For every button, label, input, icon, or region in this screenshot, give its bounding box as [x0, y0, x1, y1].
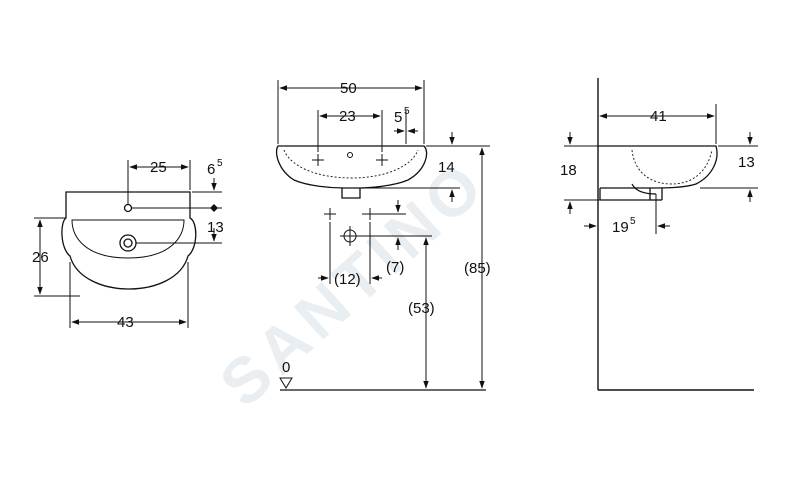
side-basin-inner [631, 149, 713, 185]
top-dim-bowl-depth: 14 [438, 159, 455, 176]
top-dim-total-height: (85) [464, 260, 491, 277]
side-dim-outlet-sup: 5 [630, 216, 636, 227]
top-floor-level: 0 [282, 359, 290, 376]
side-view [564, 78, 758, 391]
top-dim-waste-spacing: (12) [334, 271, 361, 288]
front-basin-outline [61, 191, 197, 290]
top-basin-outline [275, 145, 428, 189]
front-basin-inner [71, 219, 185, 259]
front-view [34, 160, 222, 328]
top-overflow [347, 152, 353, 158]
top-dim-tap-edge: 5 [394, 109, 402, 126]
front-dim-height: 26 [32, 249, 49, 266]
side-dim-outlet: 19 [612, 219, 629, 236]
top-waste-spigot [341, 188, 361, 199]
front-dim-tap-offset: 25 [150, 159, 167, 176]
top-dim-tap-edge-sup: 5 [404, 106, 410, 117]
side-dim-height-left: 18 [560, 162, 577, 179]
top-view [275, 80, 490, 391]
front-dim-width: 43 [117, 314, 134, 331]
top-dim-waste-height: (53) [408, 300, 435, 317]
front-dim-hole-b: 13 [207, 219, 224, 236]
top-dim-tap-spacing: 23 [339, 108, 356, 125]
top-dim-waste-drop: (7) [386, 259, 404, 276]
floor-level-symbol [279, 377, 293, 389]
top-dim-width: 50 [340, 80, 357, 97]
front-dim-hole-a-sup: 5 [217, 158, 223, 169]
side-dim-height-right: 13 [738, 154, 755, 171]
front-tap-hole [123, 203, 133, 213]
side-dim-projection: 41 [650, 108, 667, 125]
front-waste-inner [123, 238, 133, 248]
side-basin-outline [598, 145, 718, 189]
front-dim-hole-a: 6 [207, 161, 215, 178]
top-basin-inner [283, 149, 419, 179]
front-waste-outer [119, 234, 137, 252]
